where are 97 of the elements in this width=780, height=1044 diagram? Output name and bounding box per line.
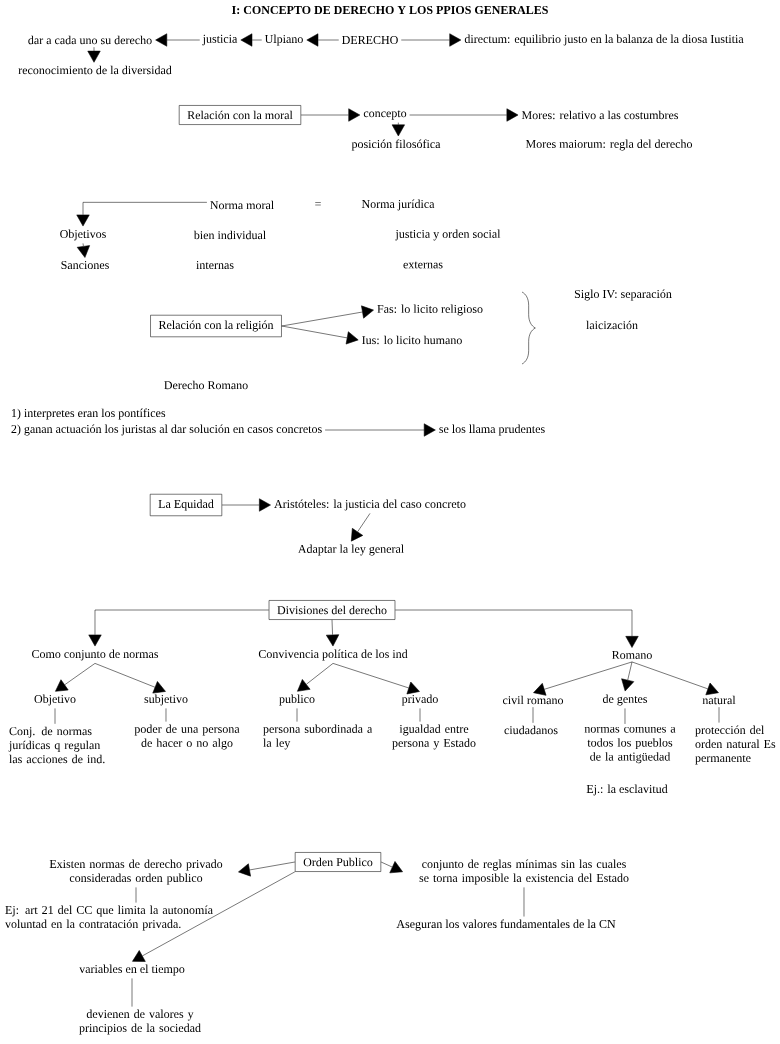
arrow — [76, 243, 90, 258]
concept-text: Norma jurídica — [361, 199, 435, 211]
concept-text: Romano — [612, 651, 652, 659]
concept-text: reconocimiento de la diversidad — [18, 65, 172, 75]
equals-sign: = — [315, 202, 321, 206]
concept-text: directum: equilibrio justo en la balanza de la diosa Iustitia — [464, 34, 744, 46]
concept-text: Ius: lo licito humano — [362, 335, 462, 345]
leader-line — [419, 708, 421, 722]
concept-text: Existen normas de derecho privado consideradas orden publico — [49, 859, 223, 885]
concept-text: internas — [196, 260, 234, 270]
concept-text: Objetivo — [34, 694, 76, 706]
leader-line — [523, 887, 525, 917]
concept-text: Conj. de normas jurídicas q regulan las acciones de ind. — [8, 726, 105, 764]
concept-text: Objetivos — [60, 229, 106, 241]
arrow — [533, 661, 633, 696]
concept-text: variables en el tiempo — [79, 964, 185, 976]
arrow — [76, 202, 208, 227]
concept-text: laicización — [586, 320, 638, 330]
leader-line — [718, 706, 720, 723]
concept-text: protección del orden natural Es permanente — [695, 725, 776, 765]
arrow — [132, 871, 296, 962]
concept-box: La Equidad — [149, 493, 223, 517]
concept-text: natural — [702, 695, 736, 705]
concept-box: Orden Publico — [294, 852, 382, 872]
arrow — [221, 498, 271, 512]
concept-text: bien individual — [193, 230, 266, 240]
concept-text: Como conjunto de normas — [32, 649, 159, 661]
concept-text: igualdad entre persona y Estado — [392, 724, 476, 750]
arrow — [324, 423, 436, 437]
concept-text: Ulpiano — [264, 34, 303, 46]
leader-line — [296, 708, 298, 722]
concept-text: justicia — [202, 34, 238, 46]
arrow — [238, 861, 296, 877]
concept-text: Adaptar la ley general — [298, 544, 404, 556]
concept-text: privado — [401, 694, 438, 706]
arrow — [155, 33, 200, 47]
arrow — [621, 661, 635, 692]
arrow — [351, 513, 371, 542]
concept-text: Ej.: la esclavitud — [586, 784, 668, 796]
arrow — [281, 305, 374, 327]
leader-line — [131, 978, 133, 1007]
arrow — [300, 108, 361, 122]
concept-text: conjunto de reglas mínimas sin las cuales se torna imposible la existencia del Estado — [419, 859, 629, 885]
arrow — [87, 46, 101, 63]
concept-box: Divisiones del derecho — [268, 600, 396, 620]
concept-text: de gentes — [602, 694, 648, 706]
concept-text: Aristóteles: la justicia del caso concreto — [274, 499, 466, 511]
concept-text: DERECHO — [342, 35, 398, 45]
title: I: CONCEPTO DE DERECHO Y LOS PPIOS GENERALES — [232, 5, 548, 15]
concept-text: subjetivo — [144, 694, 188, 706]
concept-text: poder de una persona de hacer o no algo — [134, 724, 240, 750]
concept-text: concepto — [363, 110, 407, 120]
concept-box: Relación con la religión — [150, 314, 282, 338]
concept-text: posición filosófica — [351, 139, 441, 151]
concept-text: Norma moral — [210, 200, 274, 210]
concept-text: Mores: relativo a las costumbres — [521, 110, 679, 120]
leader-line — [54, 708, 56, 725]
arrow — [631, 661, 719, 696]
arrow — [332, 663, 420, 695]
leader-line — [135, 887, 137, 903]
concept-text: normas comunes a todos los pueblos de la antigüedad — [584, 726, 676, 764]
concept-text: devienen de valores y principios de la sociedad — [79, 1009, 201, 1035]
concept-text: se los llama prudentes — [439, 424, 545, 436]
concept-text: Convivencia política de los ind — [258, 649, 408, 661]
concept-text: Mores maiorum: regla del derecho — [525, 139, 693, 151]
arrow — [297, 663, 334, 692]
arrow — [380, 861, 403, 874]
concept-text: externas — [403, 261, 443, 269]
concept-text: civil romano — [502, 695, 564, 705]
arrow — [240, 33, 262, 47]
leader-line — [624, 708, 626, 725]
concept-text: Derecho Romano — [164, 380, 248, 390]
leader-line — [165, 708, 167, 722]
arrow — [391, 122, 405, 137]
concept-text: Sanciones — [61, 260, 109, 270]
arrow — [409, 108, 519, 122]
concept-text: 1) interpretes eran los pontífices — [12, 408, 166, 420]
arrow — [94, 663, 166, 694]
concept-text: persona subordinada a la ley — [263, 724, 373, 750]
concept-text: publico — [279, 694, 315, 706]
concept-box: Relación con la moral — [178, 105, 302, 125]
concept-text: Fas: lo licito religioso — [377, 304, 483, 316]
concept-text: Siglo IV: separación — [574, 289, 672, 301]
arrow — [55, 663, 96, 692]
concept-text: Aseguran los valores fundamentales de la CN — [396, 919, 616, 931]
concept-text: dar a cada uno su derecho — [28, 35, 152, 45]
concept-text: 2) ganan actuación los juristas al dar solución en casos concretos — [11, 424, 322, 436]
arrow — [401, 33, 462, 47]
concept-text: Ej: art 21 del CC que limita la autonomía voluntad en la contratación privada. — [5, 905, 213, 931]
arrow — [306, 33, 339, 47]
arrow — [281, 325, 359, 345]
leader-line — [532, 706, 534, 724]
concept-text: ciudadanos — [504, 725, 558, 735]
arrow — [326, 619, 340, 647]
arrow — [88, 609, 269, 647]
concept-text: justicia y orden social — [395, 229, 501, 241]
arrow — [395, 609, 639, 648]
